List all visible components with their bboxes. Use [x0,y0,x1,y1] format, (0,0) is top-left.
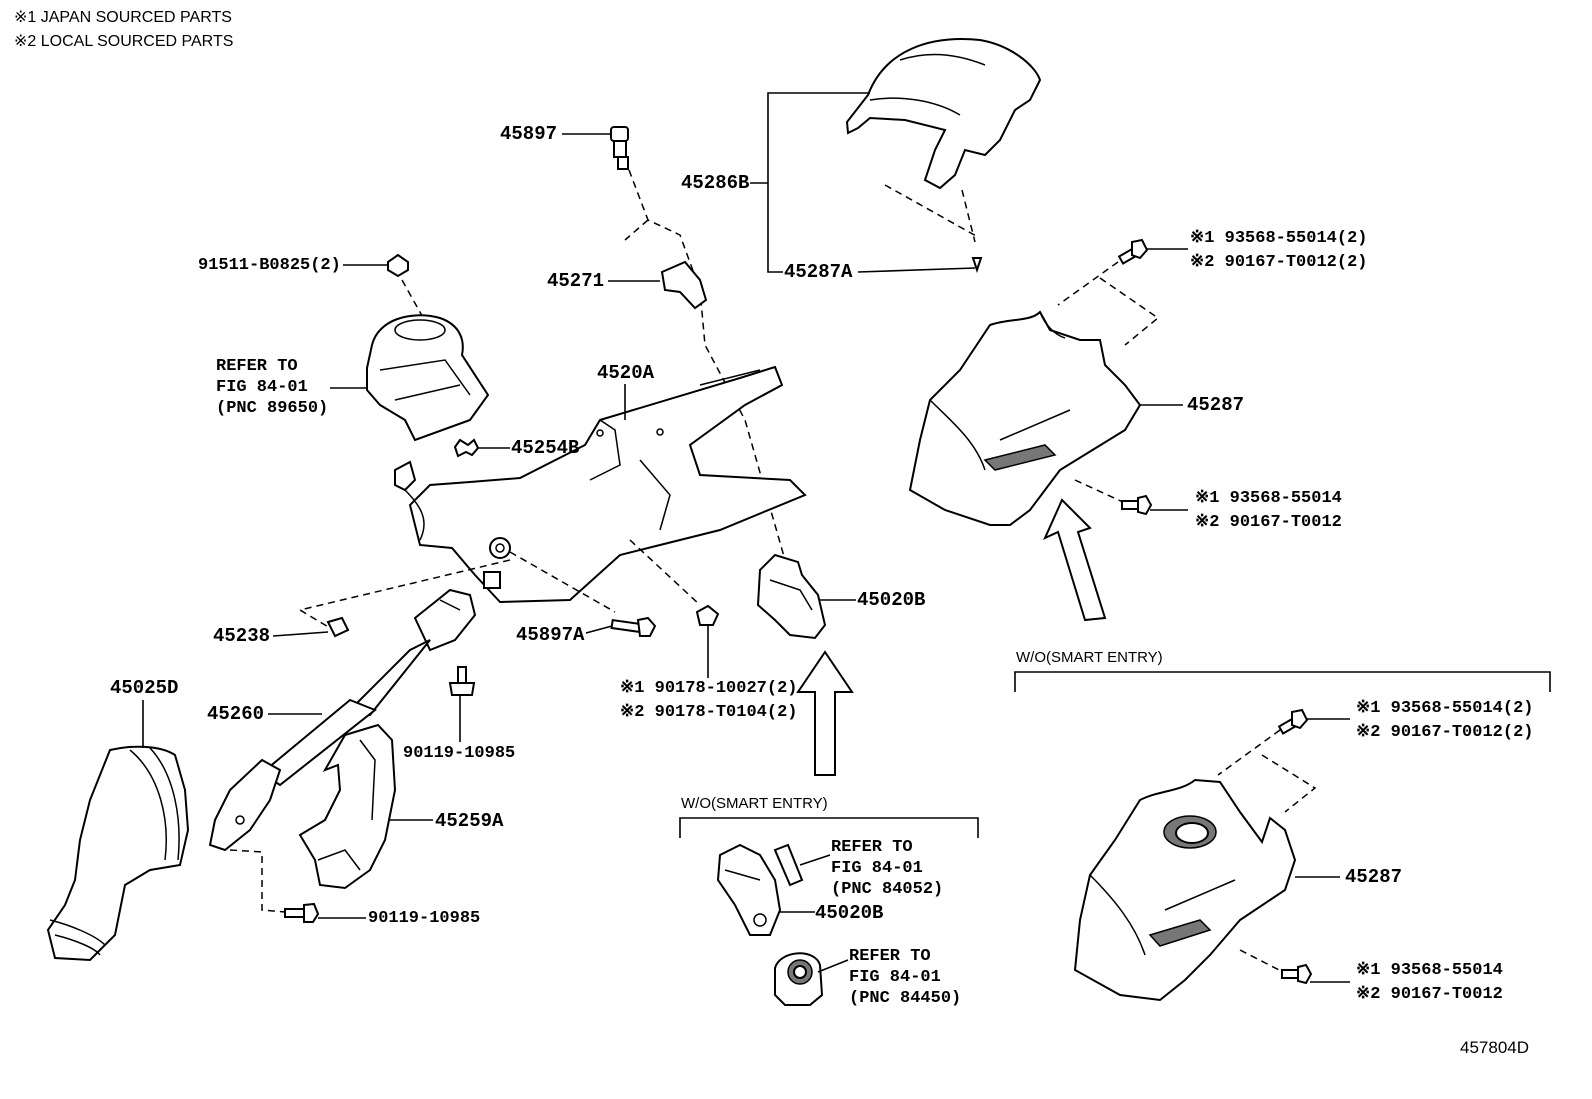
arrow-up-right [1042,498,1107,622]
label-45286b: 45286B [681,172,750,194]
steering-column-4520a [394,365,807,604]
bolt-45897a [610,616,657,637]
clip-45238 [326,616,350,638]
screw-93568-middle [1121,494,1153,516]
screw-93568-top [1117,238,1149,265]
label-refer-84450: REFER TO FIG 84-01 (PNC 84450) [849,947,962,1008]
bolt-90119-upper [448,666,476,696]
intermediate-shaft-45260 [208,588,477,852]
label-93568-55014-b: ※1 93568-55014 [1195,489,1342,508]
upper-column-cover-45286b [845,38,1042,190]
label-90178-10027: ※1 90178-10027(2) [620,679,798,698]
dash-45897-b [624,219,649,241]
leader-45238 [272,631,329,637]
label-45259a: 45259A [435,810,504,832]
dash-screw-top-right [1057,261,1160,346]
dash-screw-br-top [1217,729,1317,813]
leader-45897a [585,625,613,634]
label-wo-smart-entry-center: W/O(SMART ENTRY) [681,795,828,812]
label-90178-t0104: ※2 90178-T0104(2) [620,703,798,722]
dash-45287a [884,184,979,238]
bracket-wo-smart-center [679,817,979,838]
leader-45287a [857,267,976,273]
bracket-wo-smart-right [1014,671,1551,692]
label-45025d: 45025D [110,677,179,699]
lower-cover-45287-upper [908,310,1142,526]
lower-cover-45287-lower [1073,778,1297,1002]
label-90167-t0012-2-c: ※2 90167-T0012(2) [1356,723,1534,742]
label-45897: 45897 [500,123,558,145]
figure-id: 457804D [1460,1038,1530,1057]
dash-90119-lower [229,849,286,913]
label-45238: 45238 [213,625,271,647]
steering-motor-assembly [366,314,490,442]
dash-90178 [629,539,701,606]
clip-45287a [971,257,983,274]
label-refer-89650: REFER TO FIG 84-01 (PNC 89650) [216,357,329,418]
nut-90178 [695,604,720,626]
label-45287-lower: 45287 [1345,866,1403,888]
label-90167-t0012-2-a: ※2 90167-T0012(2) [1190,253,1368,272]
label-93568-55014-d: ※1 93568-55014 [1356,961,1503,980]
dust-cover-45025d [46,745,190,962]
dash-screw-mid-right [1074,479,1126,504]
screw-93568-lower-bottom [1281,963,1313,985]
label-45271: 45271 [547,270,605,292]
label-45020b-lower: 45020B [815,902,884,924]
arrow-up-center [796,650,854,776]
label-45254b: 45254B [511,437,580,459]
dash-45287a-2 [961,189,976,243]
label-90167-t0012-d: ※2 90167-T0012 [1356,985,1503,1004]
label-93568-55014-2-c: ※1 93568-55014(2) [1356,699,1534,718]
leader-refer-84450 [817,959,849,973]
label-90167-t0012-b: ※2 90167-T0012 [1195,513,1342,532]
label-93568-55014-2-a: ※1 93568-55014(2) [1190,229,1368,248]
note-local-sourced: ※2 LOCAL SOURCED PARTS [14,33,234,50]
bolt-91511 [387,253,409,278]
label-45897a: 45897A [516,624,585,646]
label-45020b-upper: 45020B [857,589,926,611]
label-91511-b0825: 91511-B0825(2) [198,256,341,275]
part-45020b-upper [756,553,827,640]
transponder-84450 [774,952,824,1006]
dash-45897a [509,551,616,613]
label-45287a: 45287A [784,261,853,283]
key-cylinder-84052 [716,843,804,936]
cover-45259a [298,723,397,890]
note-japan-sourced: ※1 JAPAN SOURCED PARTS [14,9,232,26]
clip-45254b [453,438,480,458]
dash-91511 [401,279,431,331]
clip-45271 [660,260,708,310]
label-45260: 45260 [207,703,265,725]
label-refer-84052: REFER TO FIG 84-01 (PNC 84052) [831,838,944,899]
leader-refer-84052 [799,854,831,866]
label-90119-10985-lower: 90119-10985 [368,909,481,928]
bolt-90119-lower [284,902,320,923]
label-45287-upper: 45287 [1187,394,1245,416]
label-90119-10985-upper: 90119-10985 [403,744,516,763]
bolt-45897 [610,126,629,170]
dash-screw-br-bottom [1239,949,1284,973]
screw-93568-lower-top [1277,708,1309,735]
label-wo-smart-entry-right: W/O(SMART ENTRY) [1016,649,1163,666]
bracket-45286b [767,92,783,273]
label-4520a: 4520A [597,362,655,384]
